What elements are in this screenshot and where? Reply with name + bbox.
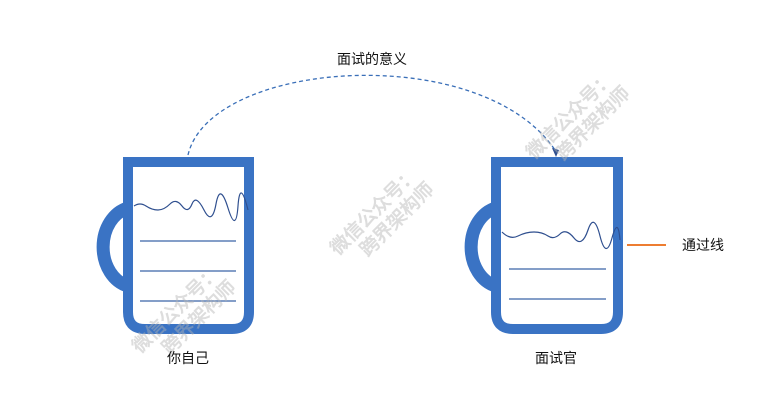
mug-self [96,157,254,334]
mug-body [123,157,254,334]
mug-interviewer [464,157,623,334]
dashed-arrow-arc [187,74,556,156]
mug-label-self: 你自己 [167,351,209,367]
mug-label-interviewer: 面试官 [535,351,577,367]
arrow-head-icon [552,148,559,157]
diagram-title: 面试的意义 [337,52,407,68]
mug-handle [464,201,499,293]
pass-line-label: 通过线 [682,238,724,254]
water-surface [133,192,249,222]
water-surface [501,221,621,250]
mug-body [491,157,623,334]
mug-handle [96,201,131,293]
